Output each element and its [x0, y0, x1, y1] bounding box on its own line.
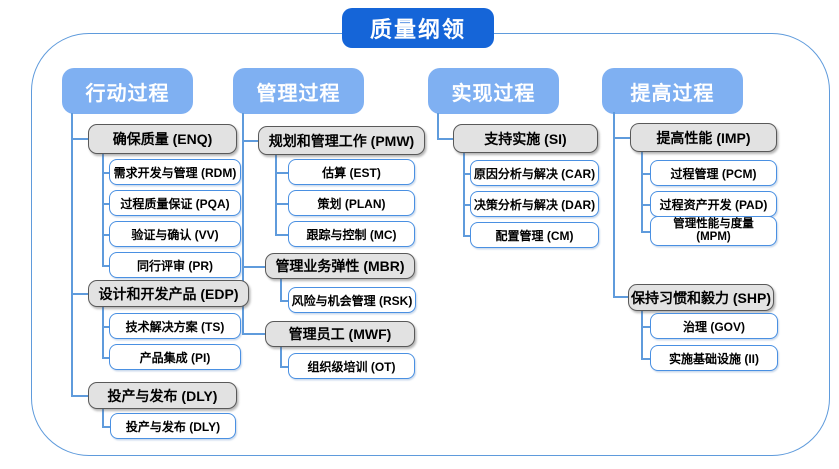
connector-line — [102, 172, 109, 174]
connector-line — [613, 137, 630, 139]
connector-line — [437, 138, 453, 140]
connector-line — [71, 138, 88, 140]
diagram-title: 质量纲领 — [342, 8, 494, 48]
item-ts: 技术解决方案 (TS) — [109, 313, 241, 339]
connector-line — [102, 265, 109, 267]
group-shp: 保持习惯和毅力 (SHP) — [628, 284, 774, 311]
connector-line — [242, 140, 258, 142]
item-plan: 策划 (PLAN) — [288, 190, 415, 216]
connector-line — [641, 231, 650, 233]
connector-line — [242, 266, 265, 268]
group-enq: 确保质量 (ENQ) — [88, 124, 237, 154]
connector-line — [641, 173, 650, 175]
item-rsk: 风险与机会管理 (RSK) — [288, 287, 416, 313]
connector-line — [613, 296, 628, 298]
column-header-implementation: 实现过程 — [428, 68, 559, 114]
connector-line — [280, 279, 282, 300]
group-imp: 提高性能 (IMP) — [630, 123, 777, 152]
item-est: 估算 (EST) — [288, 159, 415, 185]
item-gov: 治理 (GOV) — [650, 313, 778, 339]
item-pqa: 过程质量保证 (PQA) — [109, 190, 241, 216]
connector-line — [275, 172, 288, 174]
connector-line — [71, 395, 88, 397]
connector-line — [437, 113, 439, 138]
connector-line — [280, 300, 288, 302]
item-mc: 跟踪与控制 (MC) — [288, 221, 415, 247]
connector-line — [280, 347, 282, 366]
connector-line — [102, 409, 104, 426]
connector-line — [242, 333, 265, 335]
item-mpm: 管理性能与度量 (MPM) — [650, 216, 777, 246]
item-car: 原因分析与解决 (CAR) — [470, 160, 599, 186]
connector-line — [102, 426, 110, 428]
connector-line — [71, 293, 88, 295]
connector-line — [242, 113, 244, 334]
group-mwf: 管理员工 (MWF) — [265, 321, 415, 347]
connector-line — [102, 154, 104, 265]
connector-line — [102, 307, 104, 357]
item-pr: 同行评审 (PR) — [109, 252, 241, 278]
connector-line — [463, 153, 465, 235]
group-edp: 设计和开发产品 (EDP) — [88, 280, 249, 307]
connector-line — [275, 234, 288, 236]
column-header-management: 管理过程 — [233, 68, 364, 114]
connector-line — [613, 112, 615, 297]
group-si: 支持实施 (SI) — [453, 124, 598, 153]
group-pmw: 规划和管理工作 (PMW) — [258, 126, 425, 155]
item-pcm: 过程管理 (PCM) — [650, 160, 777, 186]
item-dar: 决策分析与解决 (DAR) — [470, 191, 599, 217]
item-vv: 验证与确认 (VV) — [109, 221, 241, 247]
connector-line — [71, 113, 73, 396]
item-ot: 组织级培训 (OT) — [288, 353, 415, 379]
connector-line — [641, 204, 650, 206]
column-header-improvement: 提高过程 — [602, 68, 743, 114]
item-ii: 实施基础设施 (II) — [650, 345, 778, 371]
item-pi: 产品集成 (PI) — [109, 344, 241, 370]
connector-line — [641, 358, 650, 360]
item-rdm: 需求开发与管理 (RDM) — [109, 159, 241, 185]
item-cm: 配置管理 (CM) — [470, 222, 599, 248]
connector-line — [280, 366, 288, 368]
item-dly: 投产与发布 (DLY) — [110, 413, 236, 439]
connector-line — [641, 311, 643, 358]
connector-line — [102, 326, 109, 328]
connector-line — [463, 204, 470, 206]
connector-line — [641, 152, 643, 231]
connector-line — [275, 203, 288, 205]
connector-line — [275, 155, 277, 234]
item-pad: 过程资产开发 (PAD) — [650, 191, 777, 217]
connector-line — [463, 235, 470, 237]
column-header-action: 行动过程 — [62, 68, 193, 114]
group-mbr: 管理业务弹性 (MBR) — [265, 253, 415, 279]
connector-line — [102, 357, 109, 359]
group-dly: 投产与发布 (DLY) — [88, 382, 237, 409]
connector-line — [102, 203, 109, 205]
connector-line — [102, 234, 109, 236]
connector-line — [463, 173, 470, 175]
connector-line — [641, 326, 650, 328]
